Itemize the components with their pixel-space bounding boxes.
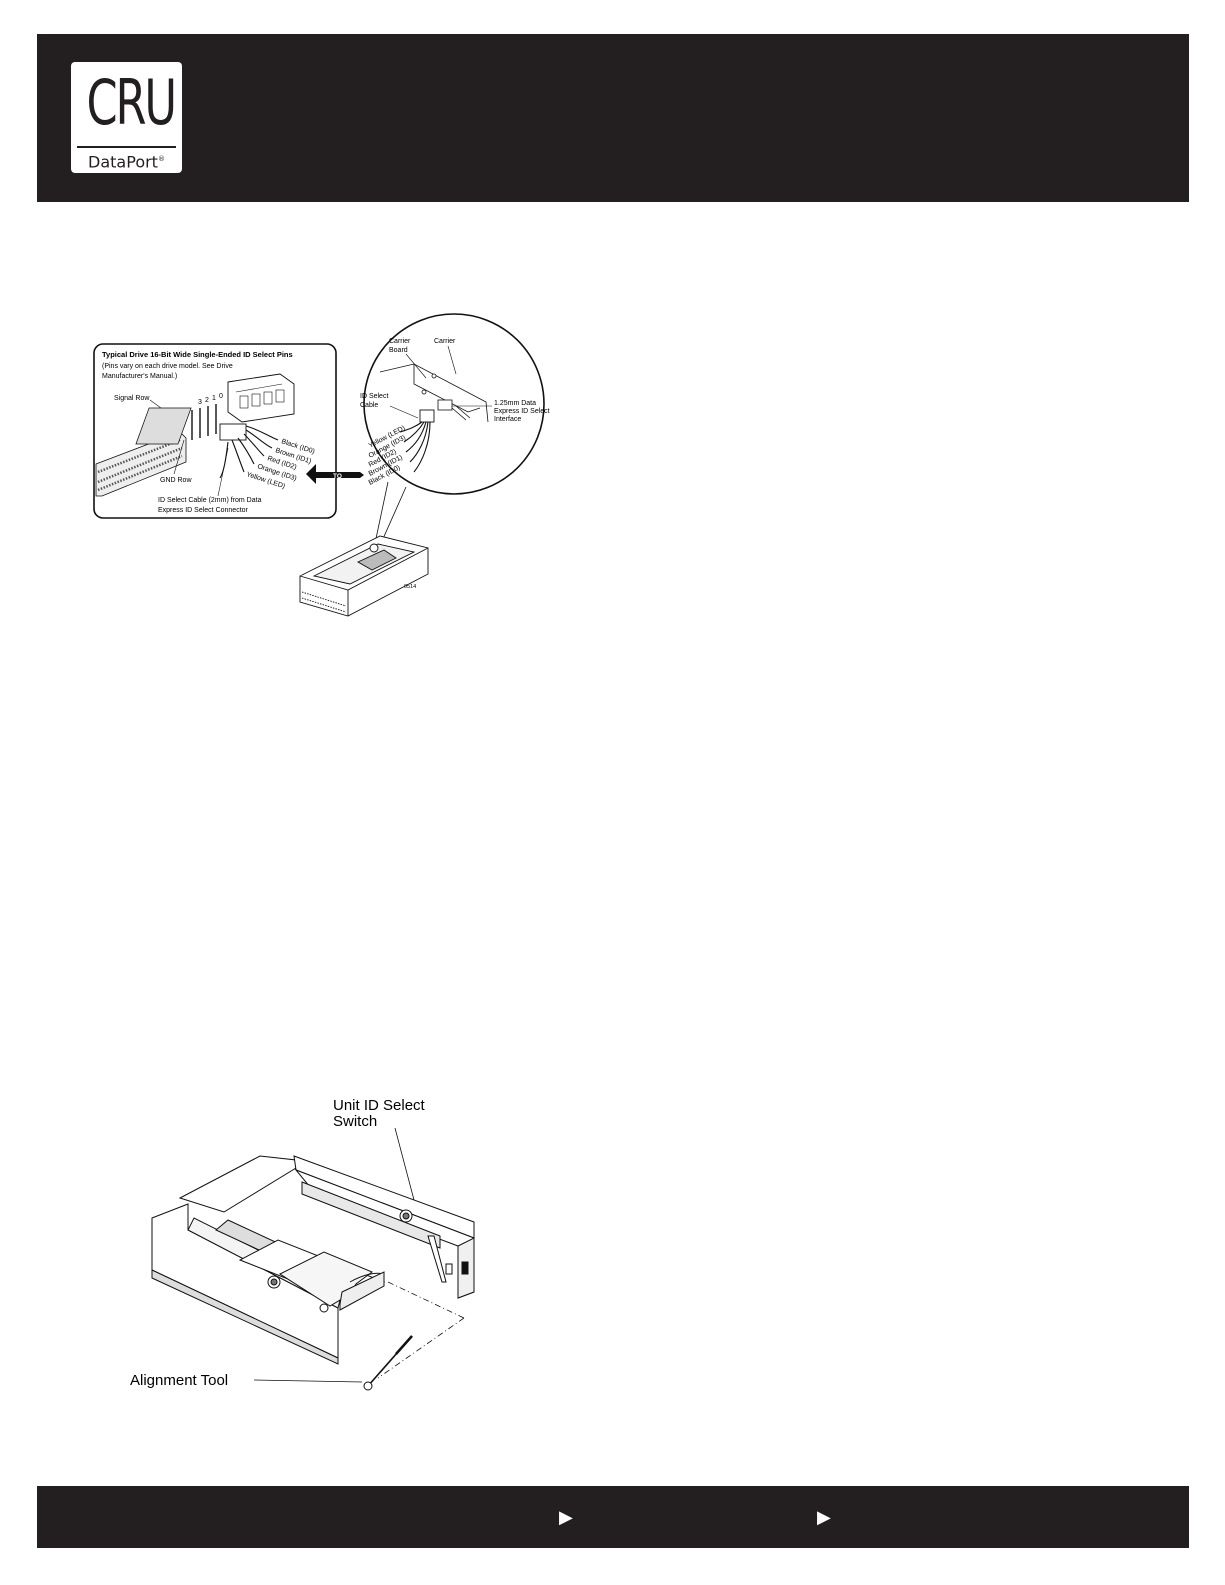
carrier-leader	[447, 345, 457, 375]
interface-connector	[419, 409, 435, 423]
pin-number-3: 3	[198, 399, 202, 406]
cable-caption-1: ID Select Cable (2mm) from Data	[158, 497, 262, 504]
to-arrow-label: TO	[333, 473, 342, 480]
gnd-row-label: GND Row	[160, 477, 192, 484]
drive-carrier-illustration	[299, 535, 429, 617]
footer-arrow-icon-1: ▶	[559, 1507, 573, 1527]
figure-number: 0514	[404, 584, 416, 590]
alignment-guide-down	[377, 1317, 465, 1379]
zoom-leader-left	[373, 481, 389, 549]
carrier-label: Carrier	[434, 338, 456, 345]
logo-main-text: CRU	[86, 66, 178, 139]
to-arrow-icon: TO	[306, 464, 364, 484]
switch-leader	[394, 1127, 415, 1201]
logo-sub-label: DataPort	[88, 152, 158, 172]
unit-id-switch-diagram: Unit ID Select Switch	[130, 1097, 475, 1391]
removable-carrier-frame	[151, 1155, 475, 1365]
pin-number-1: 1	[212, 395, 216, 402]
gnd-row-leader	[173, 439, 185, 475]
switch-label-2: Switch	[333, 1113, 377, 1130]
signal-row-label: Signal Row	[114, 395, 150, 402]
footer-arrow-icon-2: ▶	[817, 1507, 831, 1527]
carrier-board-label-2: Board	[389, 347, 408, 354]
logo-divider	[77, 146, 176, 148]
cru-dataport-logo: CRU DataPort®	[71, 62, 182, 173]
inset-note-2: Manufacturer's Manual.)	[102, 373, 177, 380]
inset-note-1: (Pins vary on each drive model. See Driv…	[102, 363, 233, 370]
interface-label-3: Interface	[494, 416, 521, 423]
logo-sub-text: DataPort®	[71, 149, 182, 172]
carrier-board-detail	[379, 363, 489, 423]
logo-registered-mark: ®	[157, 155, 165, 163]
id-select-cable-label-2: Cable	[360, 402, 378, 409]
id-select-pin-block	[135, 404, 217, 445]
id-select-cable-label-1: ID Select	[360, 393, 388, 400]
inset-title: Typical Drive 16-Bit Wide Single-Ended I…	[102, 350, 293, 359]
footer-band: ▶ ▶	[37, 1486, 1189, 1548]
id-cable-plug	[219, 423, 247, 441]
alignment-tool-label: Alignment Tool	[130, 1372, 228, 1389]
magnified-wires	[399, 421, 431, 473]
alignment-tool-leader	[253, 1379, 363, 1383]
alignment-tool-icon	[363, 1335, 413, 1391]
pin-number-2: 2	[205, 397, 209, 404]
inset-wires	[219, 425, 279, 479]
id-select-cable-leader	[389, 405, 419, 419]
switch-label-1: Unit ID Select	[333, 1097, 426, 1114]
cable-caption-leader	[217, 447, 229, 497]
power-connector	[227, 373, 295, 423]
interface-label-1: 1.25mm Data	[494, 400, 536, 407]
alignment-guide	[387, 1281, 465, 1319]
header-band: CRU DataPort®	[37, 34, 1189, 202]
carrier-board-leader	[405, 353, 427, 379]
cable-caption-2: Express ID Select Connector	[158, 507, 249, 514]
carrier-board-label-1: Carrier	[389, 338, 411, 345]
pin-number-0: 0	[219, 393, 223, 400]
inset-box	[93, 343, 337, 519]
id-select-diagram: Typical Drive 16-Bit Wide Single-Ended I…	[93, 313, 550, 617]
interface-label-2: Express ID Select	[494, 408, 550, 415]
